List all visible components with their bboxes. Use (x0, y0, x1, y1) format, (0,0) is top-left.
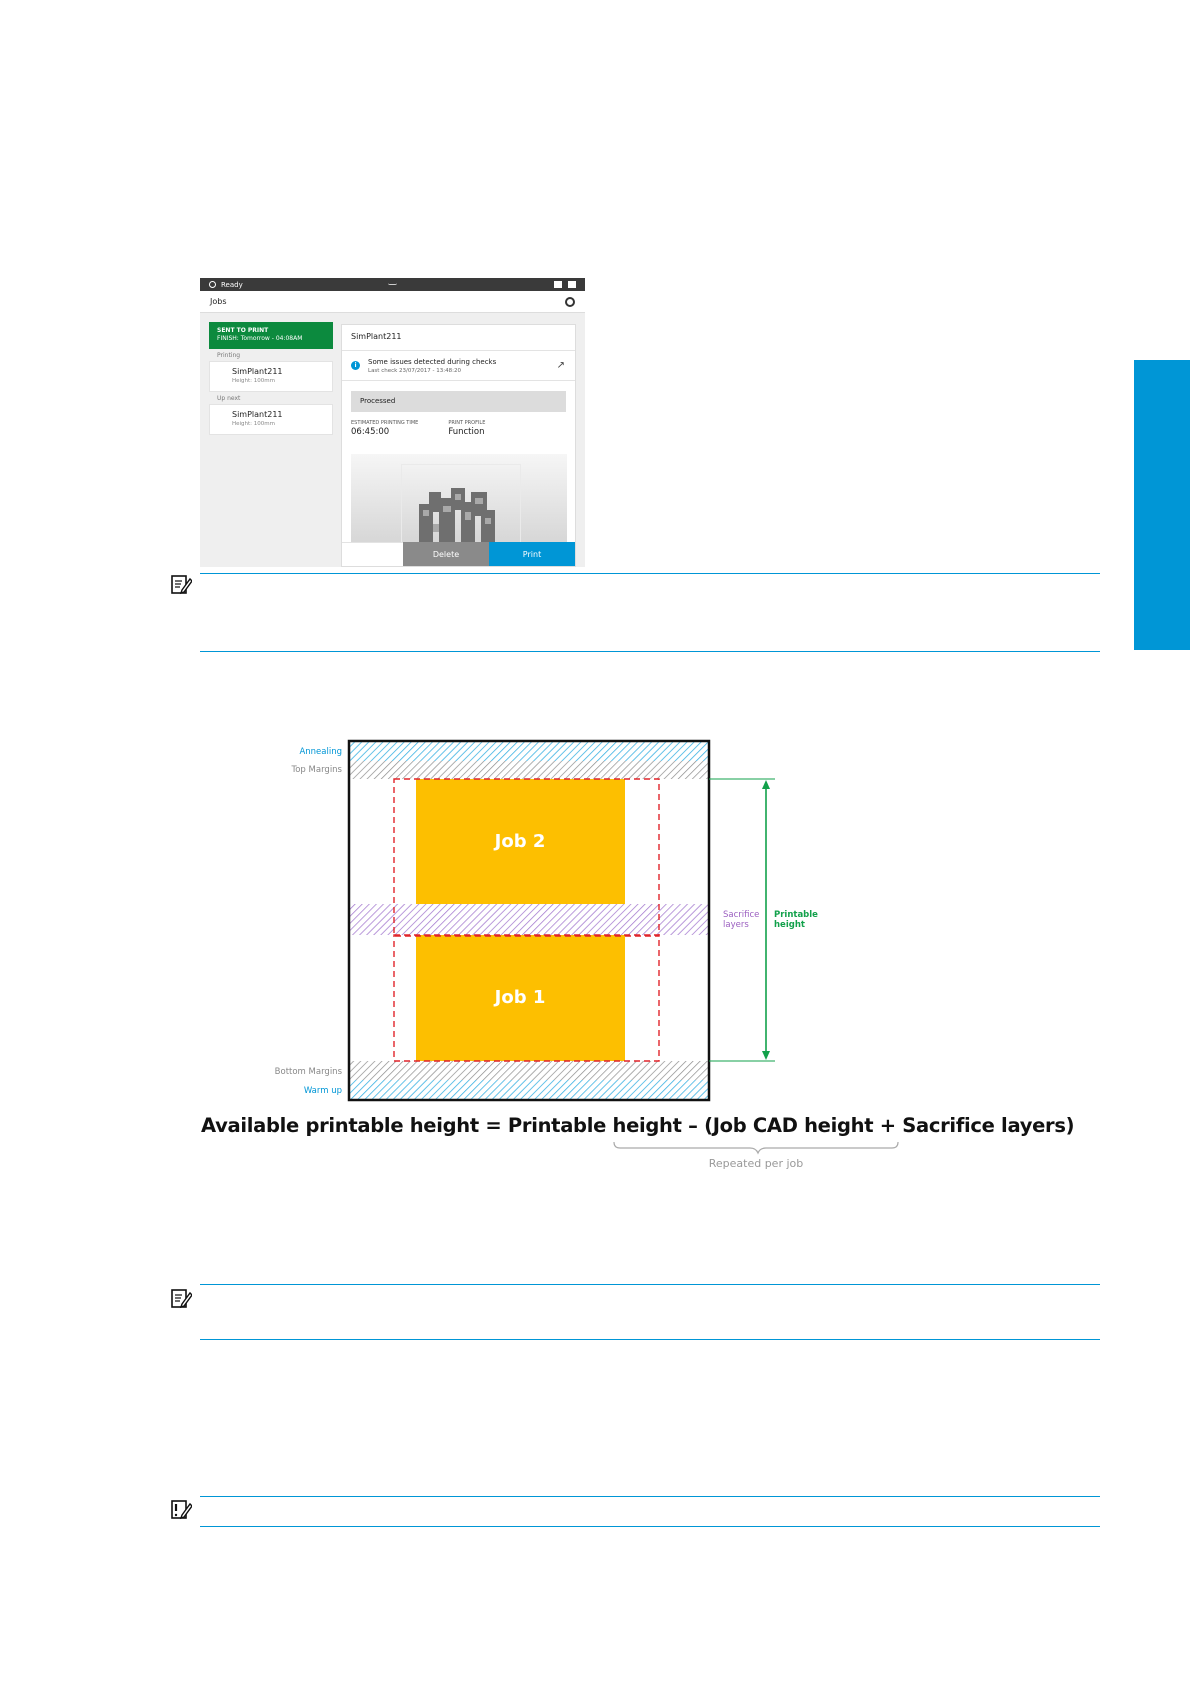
note-icon (171, 1289, 192, 1309)
actions-spacer (342, 542, 403, 566)
issues-row[interactable]: i Some issues detected during checks Las… (342, 351, 575, 381)
note-top-rule (200, 573, 1100, 574)
job2-label: Job 2 (493, 831, 546, 852)
repeated-per-job-label: Repeated per job (709, 1157, 804, 1170)
printing-job-item[interactable]: SimPlant211 Height: 100mm (209, 361, 333, 392)
profile-label: PRINT PROFILE (448, 420, 486, 426)
status-bar: Ready (200, 278, 585, 291)
sent-to-print-banner[interactable]: SENT TO PRINT FINISH: Tomorrow - 04:08AM (209, 322, 333, 349)
repeated-brace (613, 1141, 899, 1155)
note-top-rule (200, 1284, 1100, 1285)
detail-title: SimPlant211 (342, 325, 575, 351)
up-next-label: Up next (217, 395, 241, 402)
arrow-down-icon (762, 1051, 770, 1060)
printing-label: Printing (217, 352, 241, 359)
job-preview-image (351, 454, 567, 544)
note-bottom-rule (200, 1339, 1100, 1340)
important-icon (171, 1500, 192, 1520)
sent-title: SENT TO PRINT (217, 327, 269, 334)
job-queue: SENT TO PRINT FINISH: Tomorrow - 04:08AM… (209, 322, 333, 435)
top-margin-band (349, 761, 709, 779)
annealing-band (349, 741, 709, 761)
job-name: SimPlant211 (232, 367, 283, 376)
bottom-margin-band (349, 1061, 709, 1080)
printed-part-render (419, 488, 495, 544)
note-bottom-rule (200, 651, 1100, 652)
delete-button[interactable]: Delete (403, 542, 489, 566)
est-time-value: 06:45:00 (351, 427, 390, 437)
important-bottom-rule (200, 1526, 1100, 1527)
printer-jobs-screenshot: Ready Jobs SENT TO PRINT FINISH: Tomorro… (200, 278, 585, 567)
status-text: Ready (221, 280, 243, 289)
issue-title: Some issues detected during checks (368, 357, 497, 366)
job2-block (416, 779, 625, 904)
printable-label-line1: Printable (774, 910, 818, 920)
issue-subtitle: Last check 23/07/2017 - 13:48:20 (368, 367, 461, 374)
job-detail-panel: SimPlant211 i Some issues detected durin… (341, 324, 576, 567)
job1-label: Job 1 (493, 987, 546, 1008)
jobs-icon[interactable] (554, 281, 562, 288)
jobs-header: Jobs (200, 291, 585, 313)
job-height: Height: 100mm (232, 421, 275, 427)
status-ready: Ready (209, 281, 243, 289)
warm-up-label: Warm up (304, 1086, 342, 1096)
profile-value: Function (448, 427, 485, 437)
note-icon (171, 575, 192, 595)
top-margins-label: Top Margins (290, 765, 342, 775)
build-chamber-frame (347, 739, 711, 1102)
sacrifice-layers-band (349, 904, 709, 935)
chapter-side-tab (1134, 360, 1190, 650)
sacrifice-label-line2: layers (723, 920, 749, 930)
check-icon (209, 281, 216, 288)
up-next-job-item[interactable]: SimPlant211 Height: 100mm (209, 404, 333, 435)
job-height: Height: 100mm (232, 378, 275, 384)
page-title: Jobs (210, 297, 227, 306)
pull-down-handle[interactable] (388, 283, 397, 285)
expand-arrow-icon[interactable]: ↗ (556, 360, 565, 371)
processed-status: Processed (351, 391, 566, 412)
job-actions: Delete Print (342, 542, 575, 566)
sent-finish: FINISH: Tomorrow - 04:08AM (217, 335, 303, 342)
est-time-label: ESTIMATED PRINTING TIME (351, 420, 419, 426)
sacrifice-label-line1: Sacrifice (723, 910, 759, 920)
folder-icon[interactable] (568, 281, 576, 288)
job-name: SimPlant211 (232, 410, 283, 419)
print-button[interactable]: Print (489, 542, 575, 566)
formula-text: Available printable height = Printable h… (201, 1114, 1075, 1137)
gear-icon[interactable] (565, 296, 575, 307)
info-icon: i (351, 361, 360, 370)
important-top-rule (200, 1496, 1100, 1497)
job1-block (416, 935, 625, 1061)
job1-bounding-box (393, 934, 660, 1062)
job2-bounding-box (393, 778, 660, 937)
bottom-margins-label: Bottom Margins (275, 1067, 343, 1077)
warm-up-band (349, 1080, 709, 1100)
job-specs: ESTIMATED PRINTING TIME 06:45:00 PRINT P… (342, 412, 575, 437)
arrow-up-icon (762, 780, 770, 789)
printable-label-line2: height (774, 920, 805, 930)
annealing-label: Annealing (299, 747, 342, 757)
